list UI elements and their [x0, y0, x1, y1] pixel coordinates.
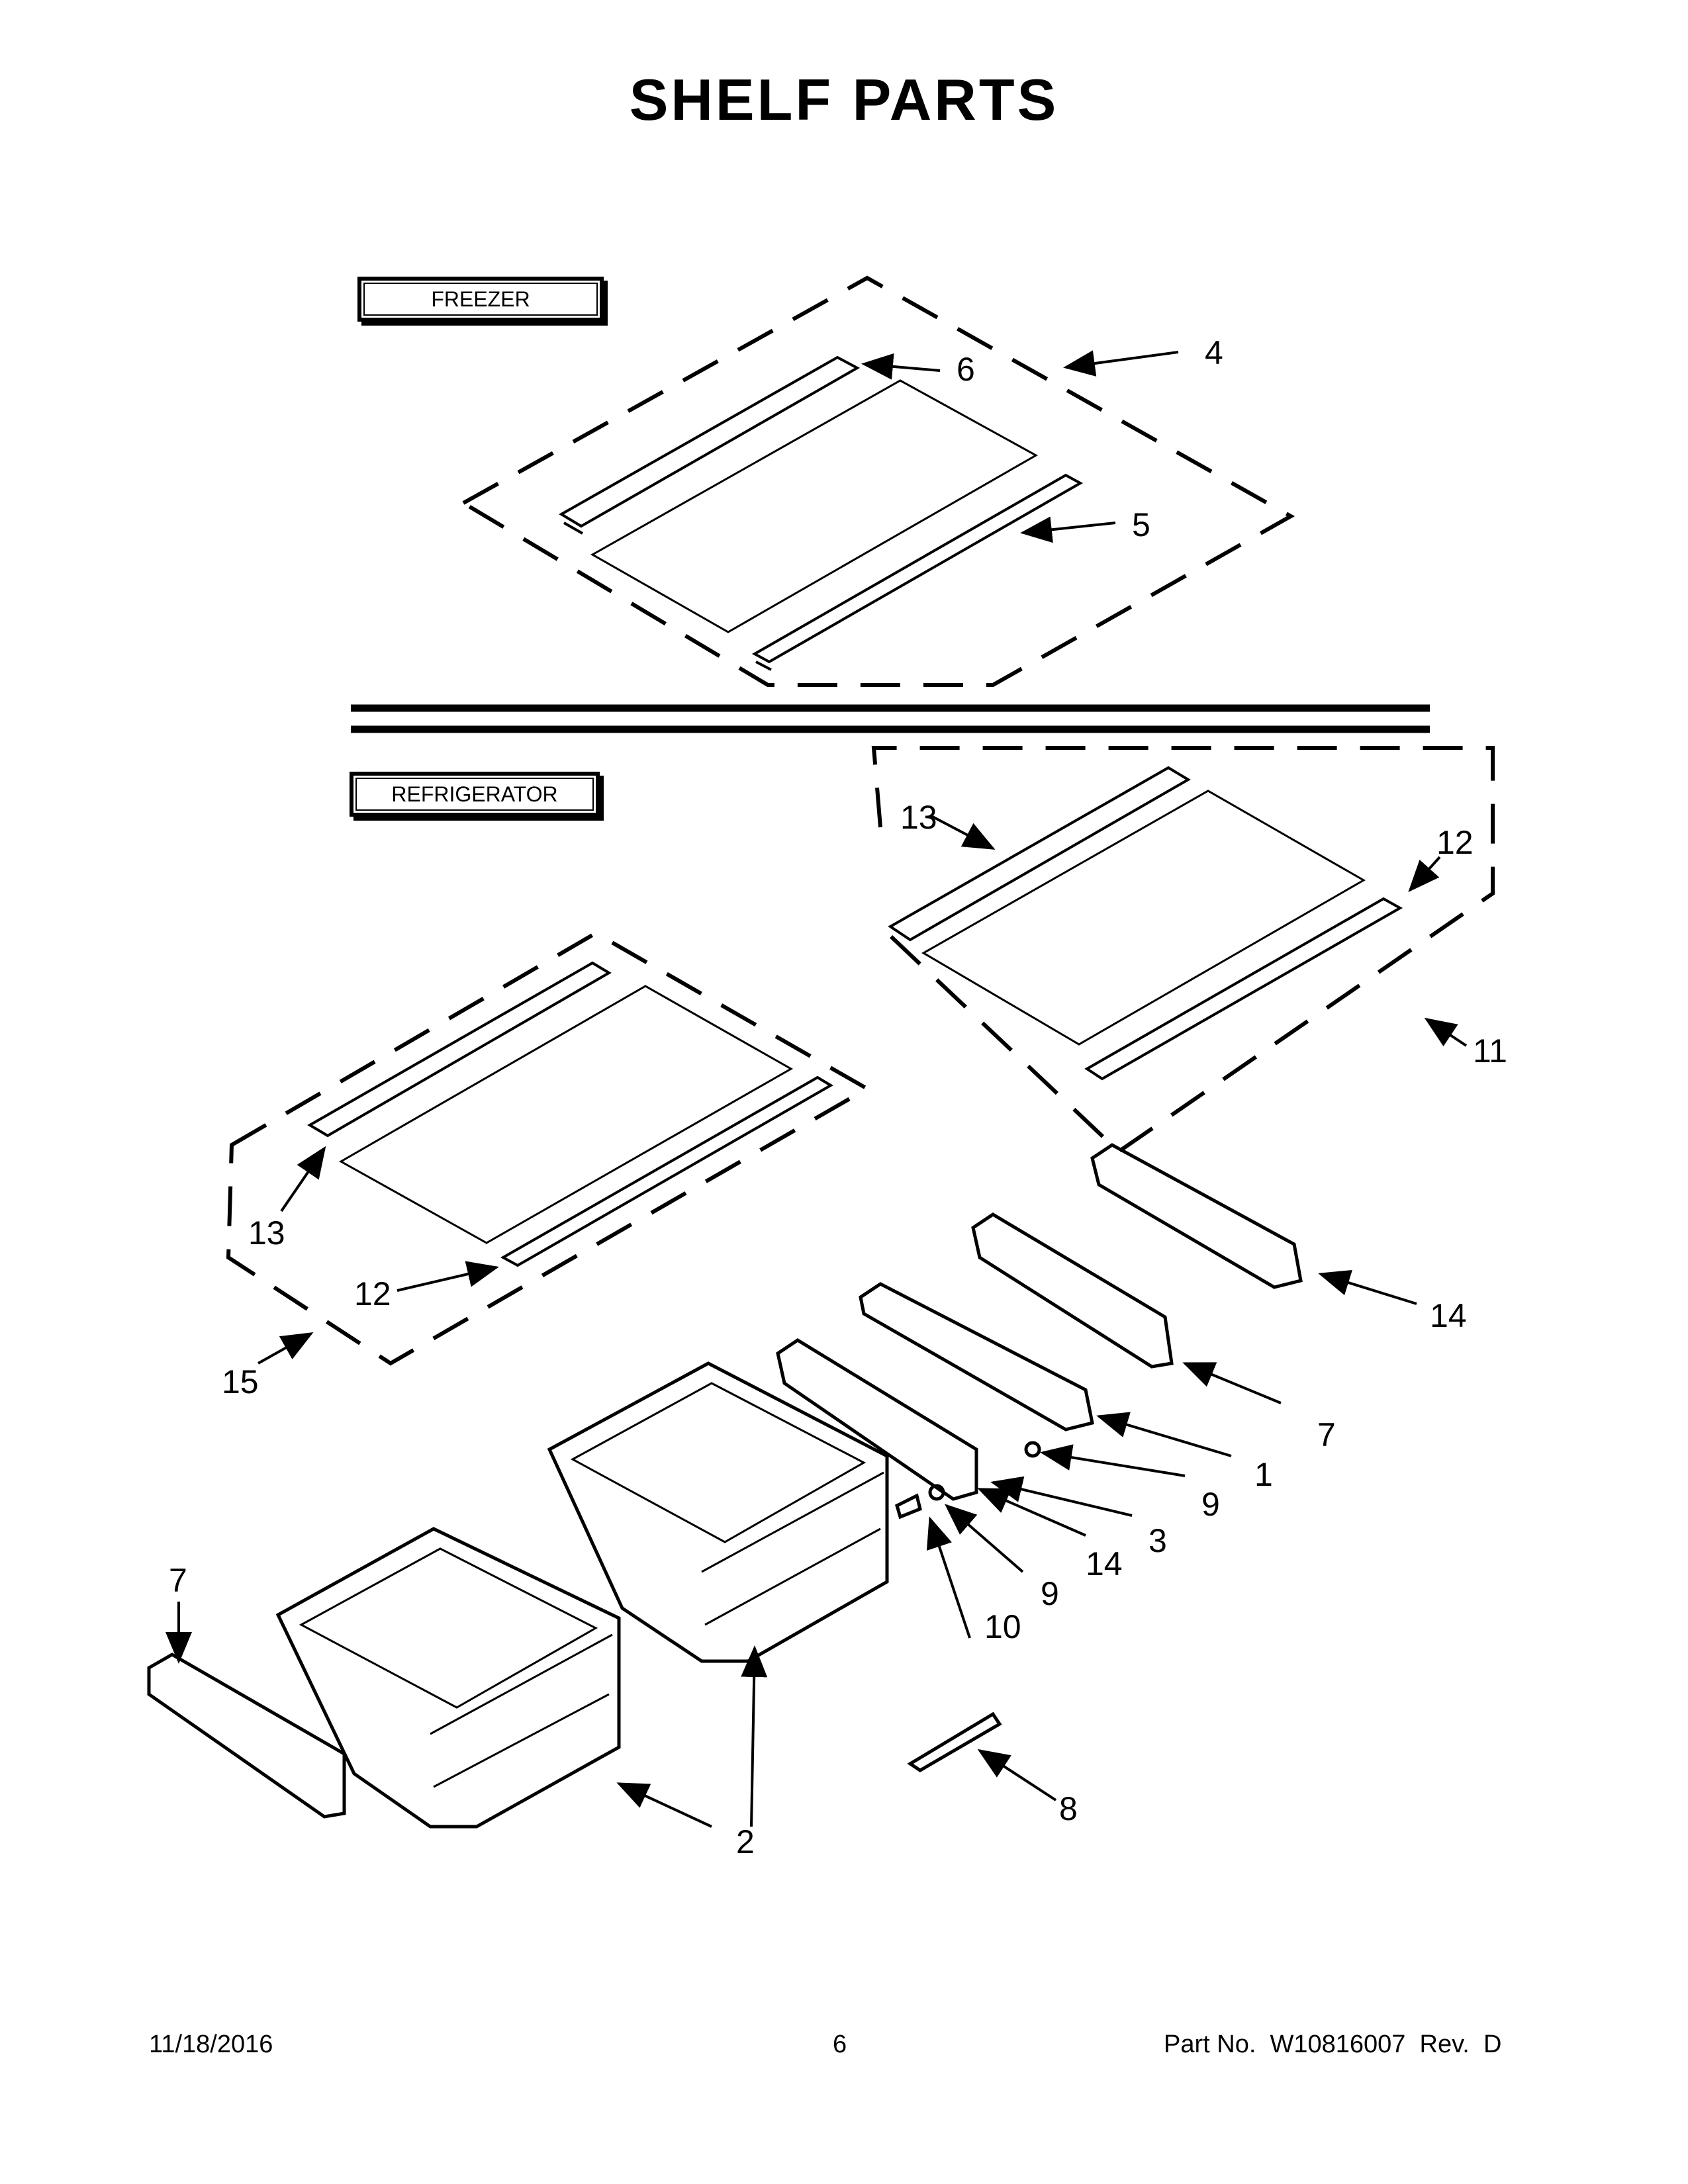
footer-date: 11/18/2016	[149, 2030, 273, 2058]
refrigerator-label: REFRIGERATOR	[350, 772, 600, 817]
callout-7-left: 7	[169, 1562, 187, 1599]
right-front-trim	[888, 766, 1191, 942]
callout-15: 15	[222, 1363, 259, 1400]
left-glass-shelf	[338, 985, 794, 1244]
callout-2: 2	[736, 1823, 755, 1860]
left-dashed-boundary	[226, 931, 872, 1366]
callout-7-right: 7	[1317, 1416, 1336, 1453]
callout-13-right: 13	[900, 799, 937, 836]
callout-3: 3	[1149, 1522, 1167, 1559]
freezer-rear-trim	[751, 473, 1084, 671]
footer-page-number: 6	[833, 2030, 847, 2058]
leader-lines	[165, 350, 1468, 1828]
freezer-shelf-assembly	[459, 275, 1295, 687]
rail-center-2	[859, 1282, 1094, 1432]
callout-14-upper: 14	[1430, 1297, 1467, 1334]
right-rear-trim	[1084, 897, 1403, 1081]
crisper-drawer-left	[275, 1527, 621, 1829]
right-glass-shelf	[921, 790, 1366, 1046]
callout-5: 5	[1132, 506, 1150, 543]
footer-part-number: Part No. W10816007 Rev. D	[1164, 2030, 1502, 2058]
callout-10: 10	[984, 1608, 1021, 1645]
roller-10	[895, 1493, 922, 1520]
right-dashed-boundary	[871, 746, 1495, 1154]
rail-far-left	[147, 1653, 346, 1819]
refrigerator-right-shelf-assembly	[871, 746, 1495, 1154]
freezer-front-trim	[559, 355, 861, 535]
freezer-label-text: FREEZER	[363, 283, 598, 316]
freezer-glass-shelf	[590, 379, 1039, 633]
bearing-9a	[928, 1484, 945, 1501]
bearing-9b	[1024, 1441, 1041, 1458]
callout-numbers: 4 6 5 13 12 11 13 12 15 7 2 8 10 9 14 3 …	[169, 334, 1507, 1860]
callout-11: 11	[1473, 1032, 1507, 1069]
freezer-label: FREEZER	[357, 277, 604, 322]
callout-9-upper: 9	[1201, 1486, 1220, 1523]
refrigerator-left-shelf-assembly	[226, 931, 872, 1366]
crisper-drawer-right	[547, 1361, 889, 1663]
callout-1: 1	[1254, 1456, 1273, 1493]
section-divider	[351, 704, 1430, 733]
callout-13-left: 13	[248, 1214, 285, 1251]
left-rear-trim	[500, 1075, 833, 1267]
rail-center-1	[776, 1338, 978, 1501]
callout-12-left: 12	[354, 1275, 391, 1312]
callout-9-lower: 9	[1041, 1575, 1059, 1612]
rail-center-3	[971, 1212, 1174, 1369]
refrigerator-label-text: REFRIGERATOR	[355, 778, 594, 811]
rail-right	[1090, 1143, 1303, 1289]
callout-4: 4	[1205, 334, 1223, 371]
left-front-trim	[307, 961, 612, 1138]
freezer-dashed-boundary	[459, 275, 1295, 687]
callout-14-lower: 14	[1086, 1545, 1123, 1582]
drawer-slide-rails	[147, 1143, 1303, 1819]
callout-6: 6	[957, 351, 975, 388]
page-title: SHELF PARTS	[629, 67, 1059, 132]
callout-8: 8	[1059, 1790, 1078, 1827]
clip-part-8	[907, 1711, 1002, 1772]
callout-12-right: 12	[1436, 824, 1474, 861]
